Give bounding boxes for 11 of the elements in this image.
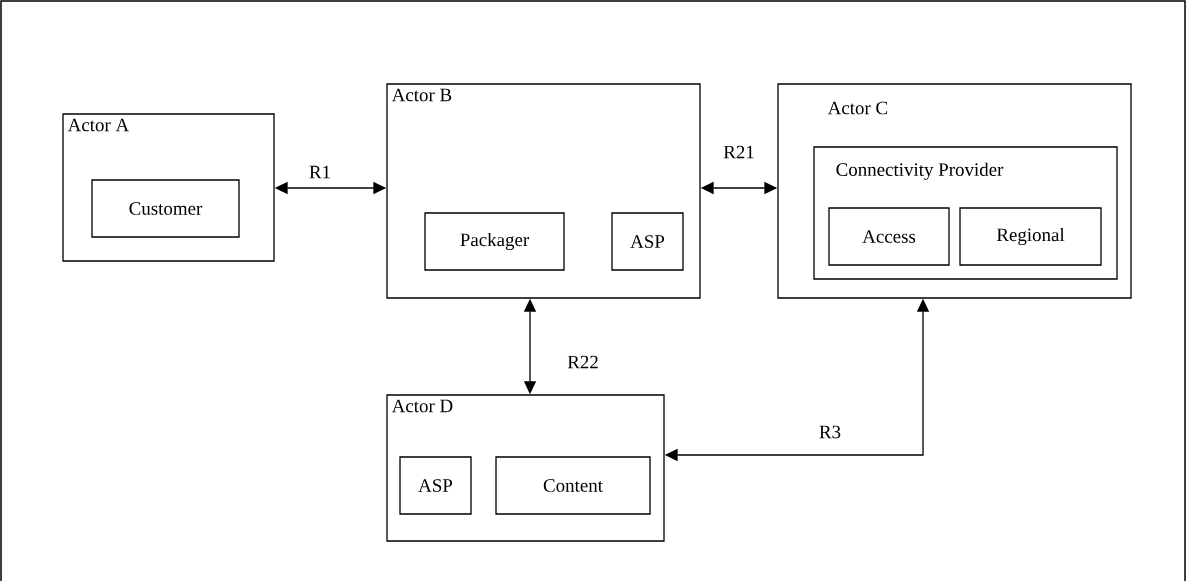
edge-label: R3 bbox=[817, 424, 843, 440]
role-box: Content bbox=[495, 456, 651, 515]
role-box: Regional bbox=[959, 207, 1102, 266]
role-box: Packager bbox=[424, 212, 565, 271]
edge-label: R21 bbox=[722, 144, 756, 160]
role-box: Customer bbox=[91, 179, 240, 238]
role-box: ASP bbox=[611, 212, 684, 271]
role-box: ASP bbox=[399, 456, 472, 515]
edge-label: R1 bbox=[307, 164, 333, 180]
role-box: Access bbox=[828, 207, 950, 266]
edge-label: R22 bbox=[566, 354, 600, 370]
